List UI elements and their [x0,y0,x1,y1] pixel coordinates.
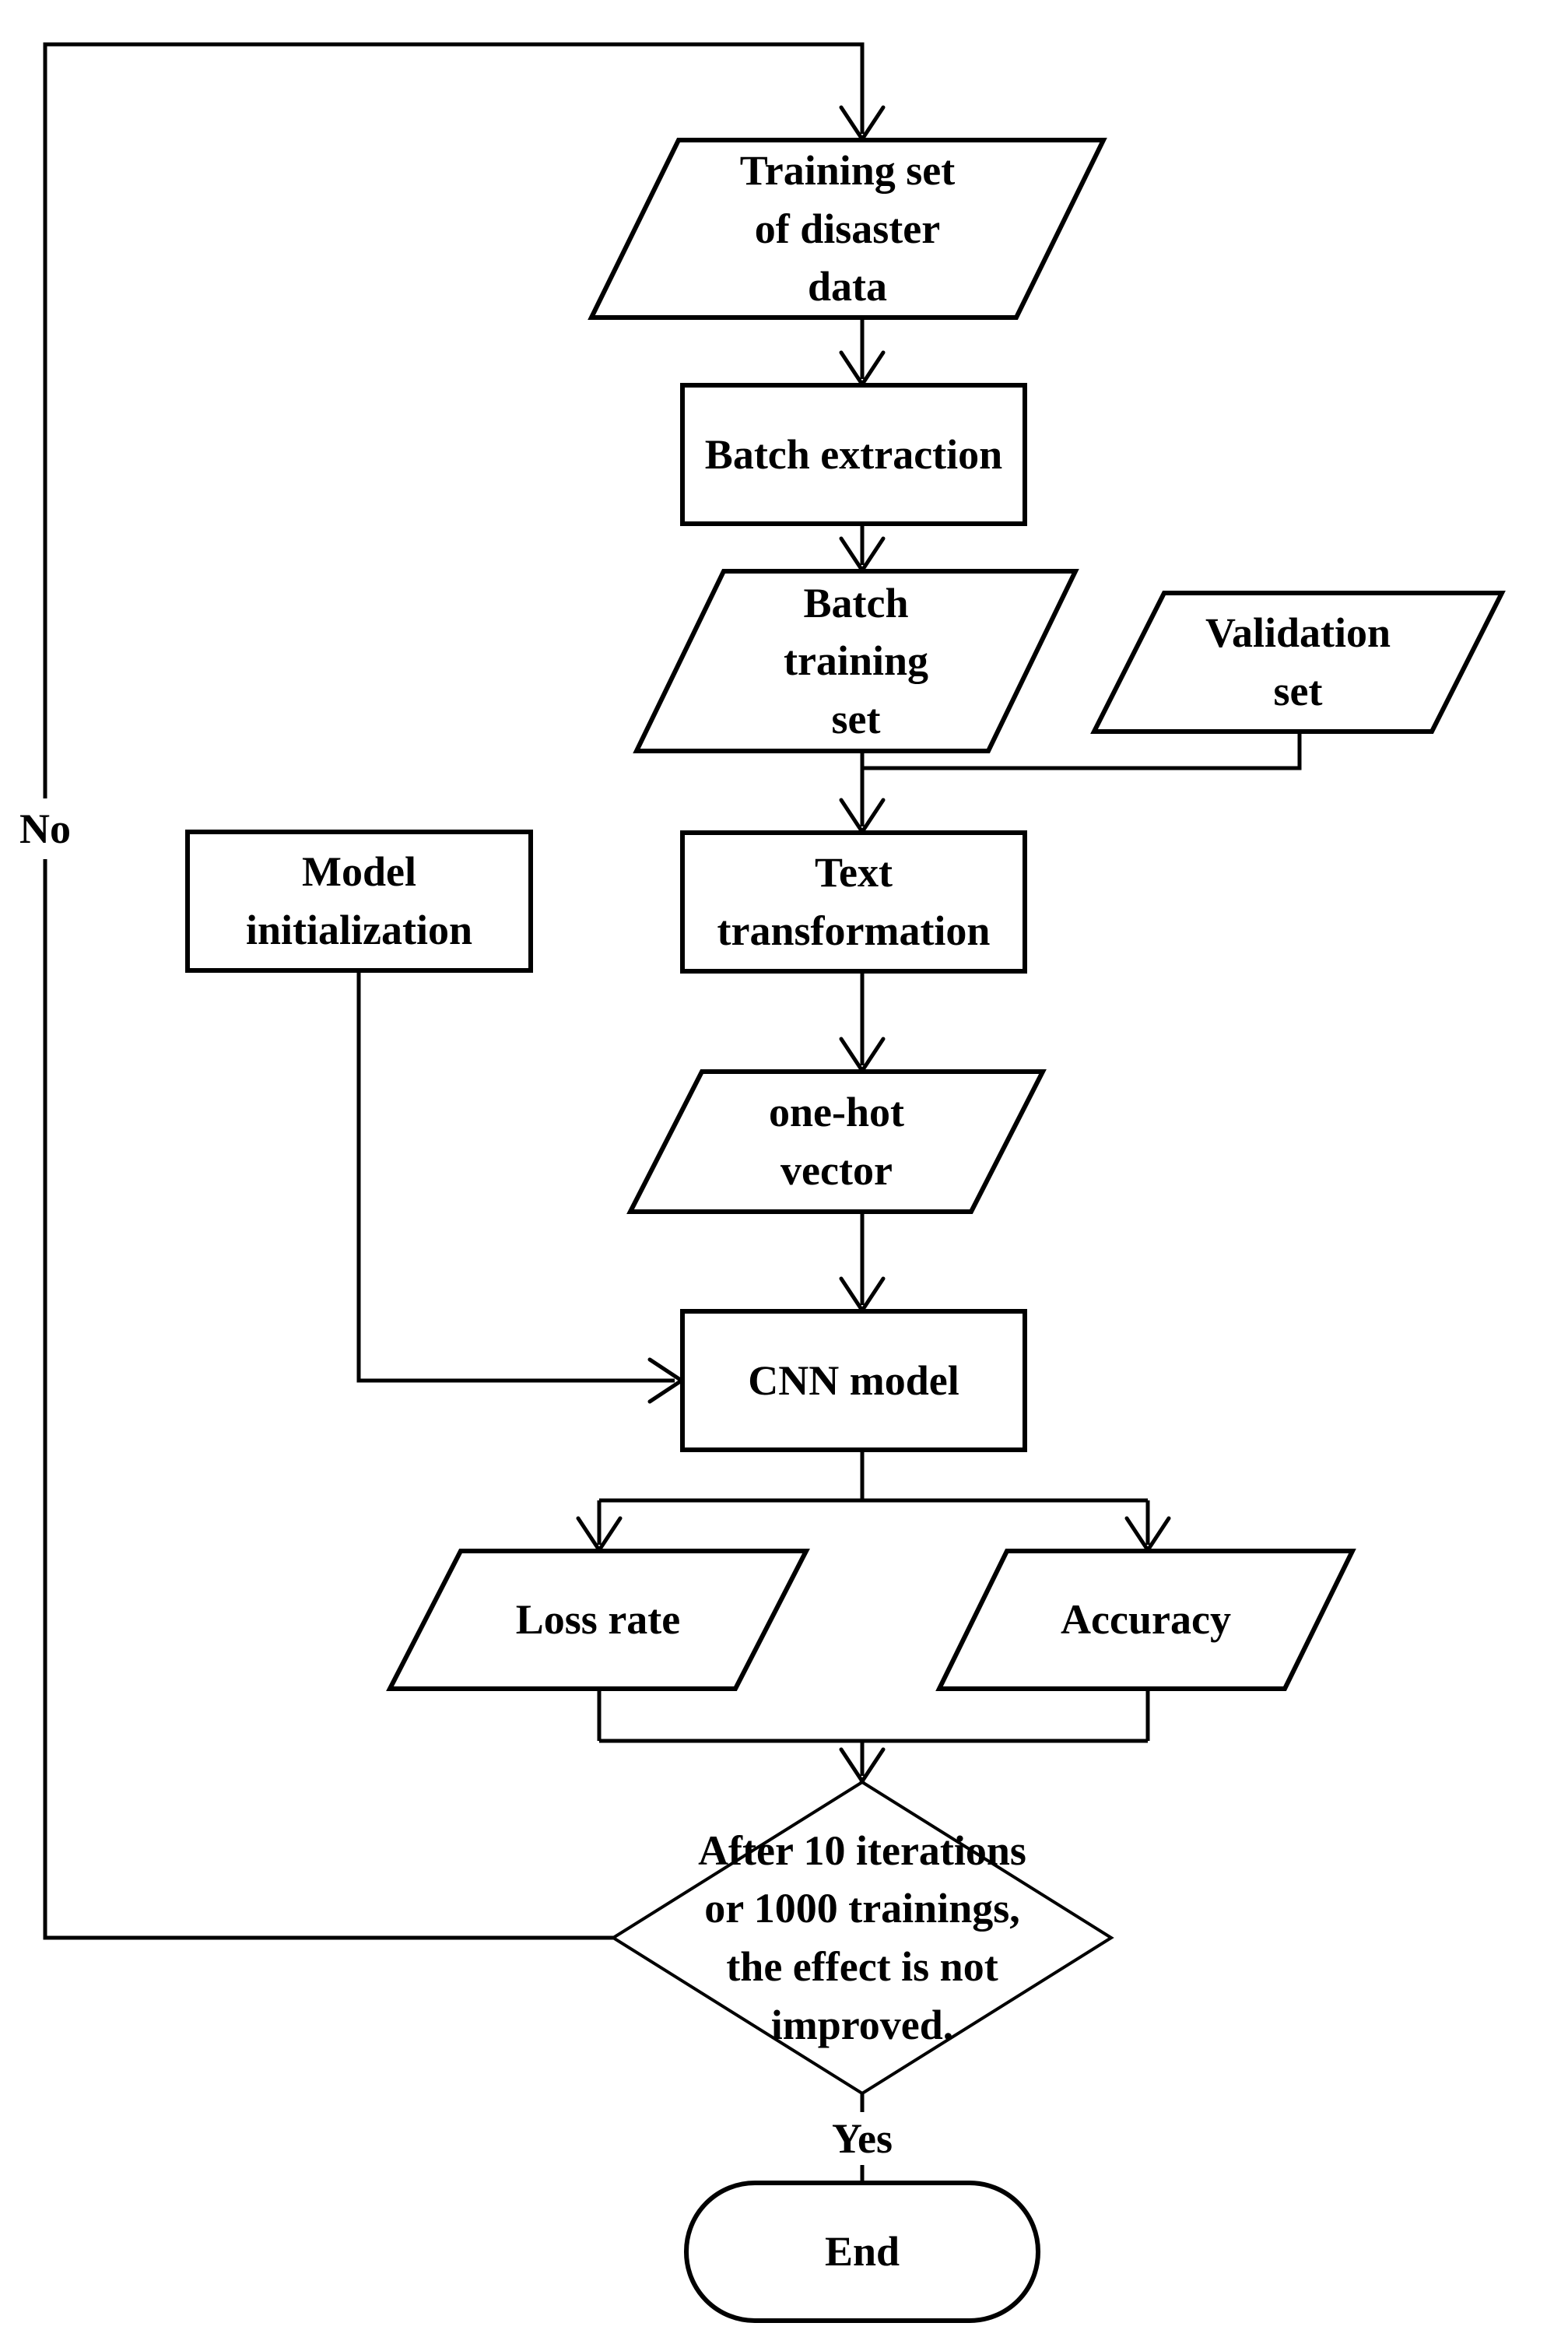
node-one-hot-vector: one-hot vector [626,1069,1047,1214]
training-set-label: Training set of disaster data [739,147,956,311]
end-terminator-shape [684,2181,1040,2323]
validation-set-parallelogram-shape [1090,591,1506,734]
one-hot-parallelogram-shape [626,1069,1047,1214]
node-model-initialization: Model initialization [185,830,533,973]
node-batch-training-set: Batch training set [633,569,1079,753]
batch-extraction-label: Batch extraction [704,430,1003,478]
training-set-parallelogram-shape [588,138,1107,320]
node-accuracy: Accuracy [935,1549,1356,1691]
connector-cnn-split [597,1450,1150,1545]
batch-training-parallelogram-shape [633,569,1079,753]
text-transformation-rect-shape [680,830,1027,974]
text-transformation-label: Text transformation [717,849,991,954]
decision-label: After 10 iterations or 1000 trainings, t… [698,1826,1026,2048]
connector-validation-merge [862,732,1302,770]
node-loss-rate: Loss rate [386,1549,810,1691]
connector-modelinit-to-cnn [356,970,675,1383]
accuracy-parallelogram-shape [935,1549,1356,1691]
node-training-set: Training set of disaster data [588,138,1107,320]
connector-no-loop-upper [43,42,865,798]
node-validation-set: Validation set [1090,591,1506,734]
node-decision: After 10 iterations or 1000 trainings, t… [610,1780,1114,2096]
loss-rate-parallelogram-shape [386,1549,810,1691]
loss-rate-label: Loss rate [515,1596,681,1644]
decision-diamond-shape [610,1780,1114,2096]
connector-outputs-merge [597,1689,1150,1776]
one-hot-vector-label: one-hot vector [769,1089,904,1194]
edge-label-no: No [6,798,84,859]
edge-label-yes: Yes [784,2112,940,2165]
end-label: End [824,2228,900,2276]
model-initialization-rect-shape [185,830,533,973]
model-initialization-label: Model initialization [245,848,472,953]
node-text-transformation: Text transformation [680,830,1027,974]
accuracy-label: Accuracy [1061,1596,1231,1644]
node-batch-extraction: Batch extraction [680,383,1027,526]
batch-extraction-rect-shape [680,383,1027,526]
validation-set-label: Validation set [1205,609,1391,714]
cnn-model-rect-shape [680,1309,1027,1452]
connector-no-loop-lower [43,859,613,1940]
node-end: End [684,2181,1040,2323]
cnn-model-label: CNN model [748,1356,959,1404]
node-cnn-model: CNN model [680,1309,1027,1452]
batch-training-set-label: Batch training set [783,579,929,742]
